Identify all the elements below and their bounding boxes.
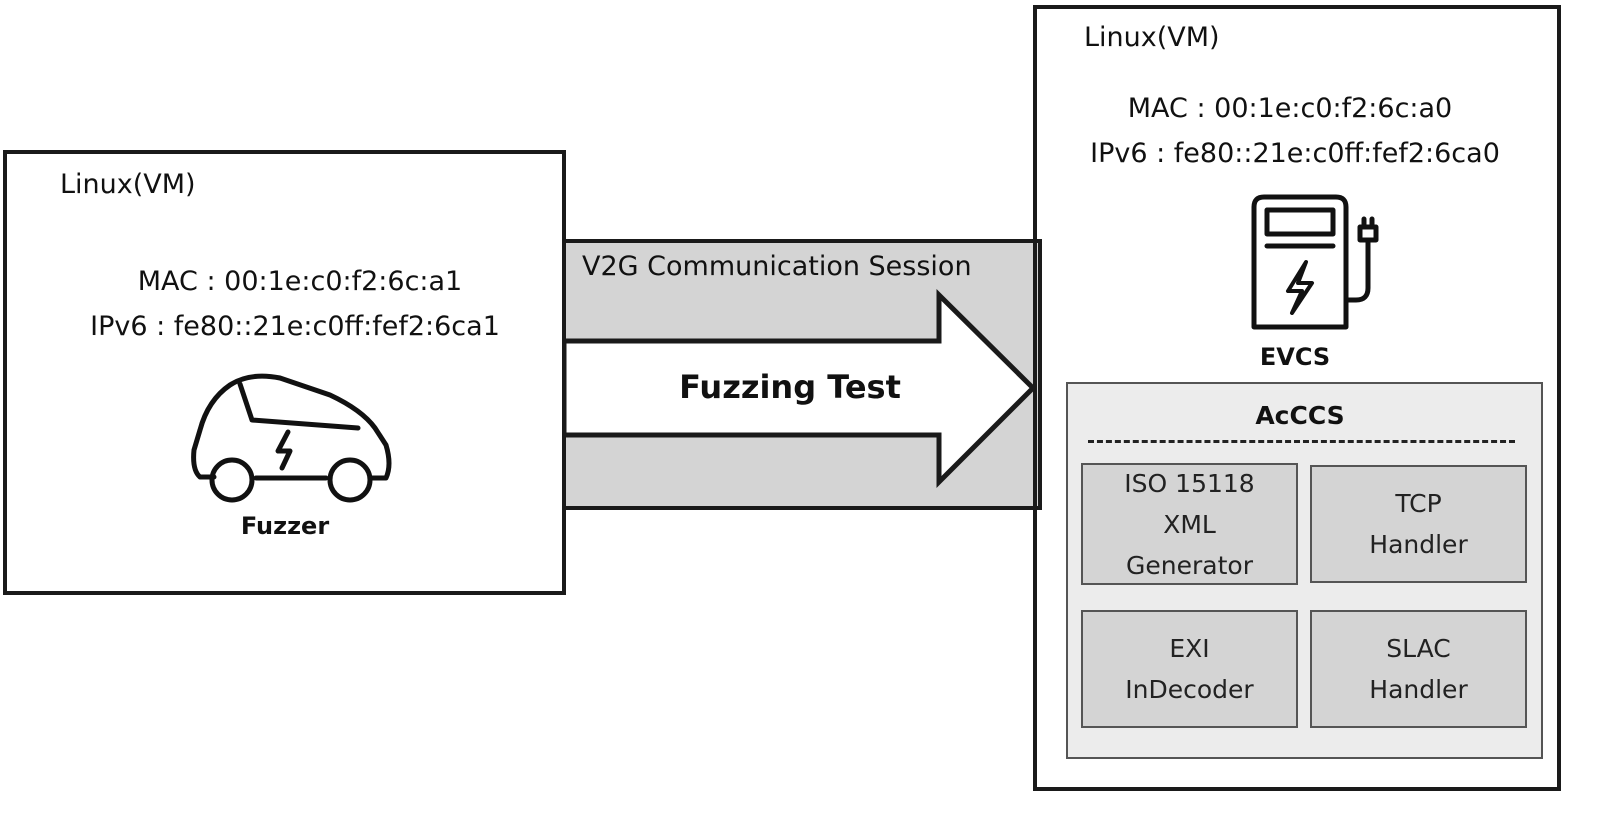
module-exi-indecoder: EXI InDecoder	[1081, 610, 1298, 728]
fuzzer-mac: MAC : 00:1e:c0:f2:6c:a1	[137, 266, 463, 297]
evcs-mac: MAC : 00:1e:c0:f2:6c:a0	[1127, 93, 1453, 124]
evcs-ipv6: IPv6 : fe80::21e:c0ff:fef2:6ca0	[1090, 138, 1500, 169]
module-line: TCP	[1395, 489, 1442, 518]
session-label: V2G Communication Session	[582, 251, 972, 282]
module-line: Generator	[1126, 550, 1253, 580]
module-line: XML	[1163, 509, 1216, 539]
module-line: SLAC	[1386, 634, 1451, 663]
fuzzing-arrow	[561, 289, 1037, 489]
module-line: InDecoder	[1125, 675, 1254, 704]
module-slac-handler: SLAC Handler	[1310, 610, 1527, 728]
module-line: Handler	[1369, 530, 1468, 559]
module-iso15118-xml-generator: ISO 15118 XML Generator	[1081, 463, 1298, 585]
module-line: Handler	[1369, 675, 1468, 704]
fuzzer-vm-title: Linux(VM)	[60, 169, 196, 200]
evcs-vm-box	[1033, 5, 1561, 791]
accs-title: AcCCS	[1255, 401, 1345, 430]
fuzzer-ipv6: IPv6 : fe80::21e:c0ff:fef2:6ca1	[90, 311, 500, 342]
accs-divider	[1088, 440, 1515, 443]
arrow-label: Fuzzing Test	[679, 368, 901, 406]
module-line: ISO 15118	[1124, 468, 1255, 498]
fuzzer-label: Fuzzer	[240, 512, 330, 540]
evcs-vm-title: Linux(VM)	[1084, 22, 1220, 53]
module-tcp-handler: TCP Handler	[1310, 465, 1527, 583]
evcs-label: EVCS	[1259, 343, 1331, 371]
fuzzer-vm-box	[3, 150, 566, 595]
module-line: EXI	[1169, 634, 1210, 663]
